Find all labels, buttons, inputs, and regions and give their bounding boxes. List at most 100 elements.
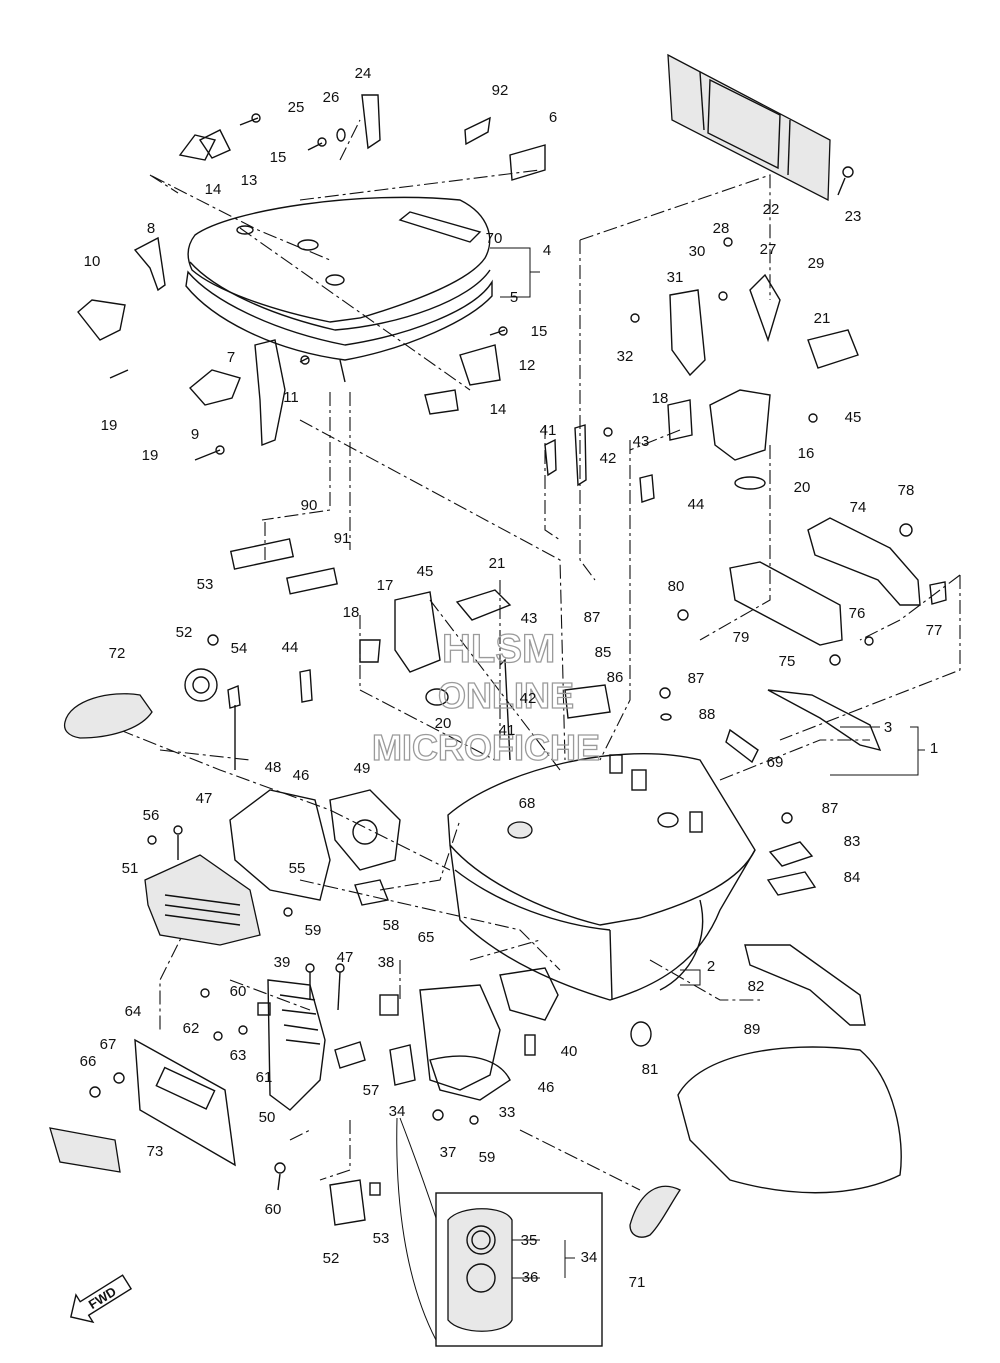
callout-43: 43 bbox=[633, 433, 650, 450]
callout-59: 59 bbox=[305, 922, 322, 939]
callout-70: 70 bbox=[486, 230, 503, 247]
callout-61: 61 bbox=[256, 1069, 273, 1086]
callout-21: 21 bbox=[489, 555, 506, 572]
callout-4: 4 bbox=[543, 242, 551, 259]
callout-1: 1 bbox=[930, 740, 938, 757]
callout-73: 73 bbox=[147, 1143, 164, 1160]
callout-19: 19 bbox=[142, 447, 159, 464]
callout-69: 69 bbox=[767, 754, 784, 771]
latch-assembly bbox=[544, 237, 859, 503]
forward-arrow-icon: FWD bbox=[70, 1274, 133, 1324]
callout-87: 87 bbox=[584, 609, 601, 626]
callout-82: 82 bbox=[748, 978, 765, 995]
callout-38: 38 bbox=[378, 954, 395, 971]
callout-57: 57 bbox=[363, 1082, 380, 1099]
callout-68: 68 bbox=[519, 795, 536, 812]
callout-58: 58 bbox=[383, 917, 400, 934]
callout-33: 33 bbox=[499, 1104, 516, 1121]
callout-59: 59 bbox=[479, 1149, 496, 1166]
trunk-body bbox=[447, 728, 759, 1047]
callout-86: 86 bbox=[607, 669, 624, 686]
watermark-line-3: MICROFICHE bbox=[372, 727, 600, 768]
carrier-handle-assembly bbox=[677, 517, 947, 752]
callout-40: 40 bbox=[561, 1043, 578, 1060]
callout-52: 52 bbox=[323, 1250, 340, 1267]
taillight-assembly bbox=[144, 789, 401, 998]
middle-brackets bbox=[229, 538, 672, 761]
callout-64: 64 bbox=[125, 1003, 142, 1020]
callout-76: 76 bbox=[849, 605, 866, 622]
callout-18: 18 bbox=[652, 390, 669, 407]
callout-22: 22 bbox=[763, 201, 780, 218]
callout-77: 77 bbox=[926, 622, 943, 639]
callout-72: 72 bbox=[109, 645, 126, 662]
callout-46: 46 bbox=[293, 767, 310, 784]
callout-45: 45 bbox=[417, 563, 434, 580]
callout-26: 26 bbox=[323, 89, 340, 106]
callout-65: 65 bbox=[418, 929, 435, 946]
backrest-pad bbox=[667, 53, 854, 202]
callout-83: 83 bbox=[844, 833, 861, 850]
callout-71: 71 bbox=[629, 1274, 646, 1291]
callout-12: 12 bbox=[519, 357, 536, 374]
callout-54: 54 bbox=[231, 640, 248, 657]
license-plate-parts bbox=[49, 1002, 271, 1173]
callout-91: 91 bbox=[334, 530, 351, 547]
callout-67: 67 bbox=[100, 1036, 117, 1053]
callout-85: 85 bbox=[595, 644, 612, 661]
callout-42: 42 bbox=[520, 690, 537, 707]
callout-9: 9 bbox=[191, 426, 199, 443]
callout-19: 19 bbox=[101, 417, 118, 434]
callout-80: 80 bbox=[668, 578, 685, 595]
callout-20: 20 bbox=[794, 479, 811, 496]
group-braces bbox=[490, 247, 925, 986]
callout-50: 50 bbox=[259, 1109, 276, 1126]
callout-23: 23 bbox=[845, 208, 862, 225]
callout-89: 89 bbox=[744, 1021, 761, 1038]
lower-housings bbox=[267, 963, 681, 1238]
lid-small-parts bbox=[77, 94, 546, 461]
callout-92: 92 bbox=[492, 82, 509, 99]
callout-37: 37 bbox=[440, 1144, 457, 1161]
callout-27: 27 bbox=[760, 241, 777, 258]
callout-14: 14 bbox=[490, 401, 507, 418]
callout-30: 30 bbox=[689, 243, 706, 260]
callout-21: 21 bbox=[814, 310, 831, 327]
callout-74: 74 bbox=[850, 499, 867, 516]
callout-41: 41 bbox=[540, 422, 557, 439]
watermark-line-1: HLSM bbox=[442, 627, 555, 671]
callout-51: 51 bbox=[122, 860, 139, 877]
callout-11: 11 bbox=[283, 389, 299, 406]
callout-29: 29 bbox=[808, 255, 825, 272]
callout-31: 31 bbox=[667, 269, 684, 286]
callout-41: 41 bbox=[499, 722, 516, 739]
callout-44: 44 bbox=[688, 496, 705, 513]
right-lower-parts bbox=[677, 812, 902, 1194]
callout-16: 16 bbox=[798, 445, 815, 462]
callout-47: 47 bbox=[196, 790, 213, 807]
callout-81: 81 bbox=[642, 1061, 659, 1078]
fwd-label: FWD bbox=[86, 1284, 119, 1312]
callout-39: 39 bbox=[274, 954, 291, 971]
callout-87: 87 bbox=[688, 670, 705, 687]
callout-2: 2 bbox=[707, 958, 715, 975]
callout-47: 47 bbox=[337, 949, 354, 966]
callout-53: 53 bbox=[197, 576, 214, 593]
callout-46: 46 bbox=[538, 1079, 555, 1096]
callout-8: 8 bbox=[147, 220, 155, 237]
callout-32: 32 bbox=[617, 348, 634, 365]
callout-10: 10 bbox=[84, 253, 101, 270]
callout-66: 66 bbox=[80, 1053, 97, 1070]
callout-48: 48 bbox=[265, 759, 282, 776]
callout-42: 42 bbox=[600, 450, 617, 467]
callout-62: 62 bbox=[183, 1020, 200, 1037]
watermark: HLSM ONLINE MICROFICHE bbox=[371, 626, 600, 768]
watermark-line-2: ONLINE bbox=[438, 675, 574, 716]
callout-14: 14 bbox=[205, 181, 222, 198]
callout-53: 53 bbox=[373, 1230, 390, 1247]
callout-36: 36 bbox=[522, 1269, 539, 1286]
callout-20: 20 bbox=[435, 715, 452, 732]
callout-18: 18 bbox=[343, 604, 360, 621]
callout-87: 87 bbox=[822, 800, 839, 817]
